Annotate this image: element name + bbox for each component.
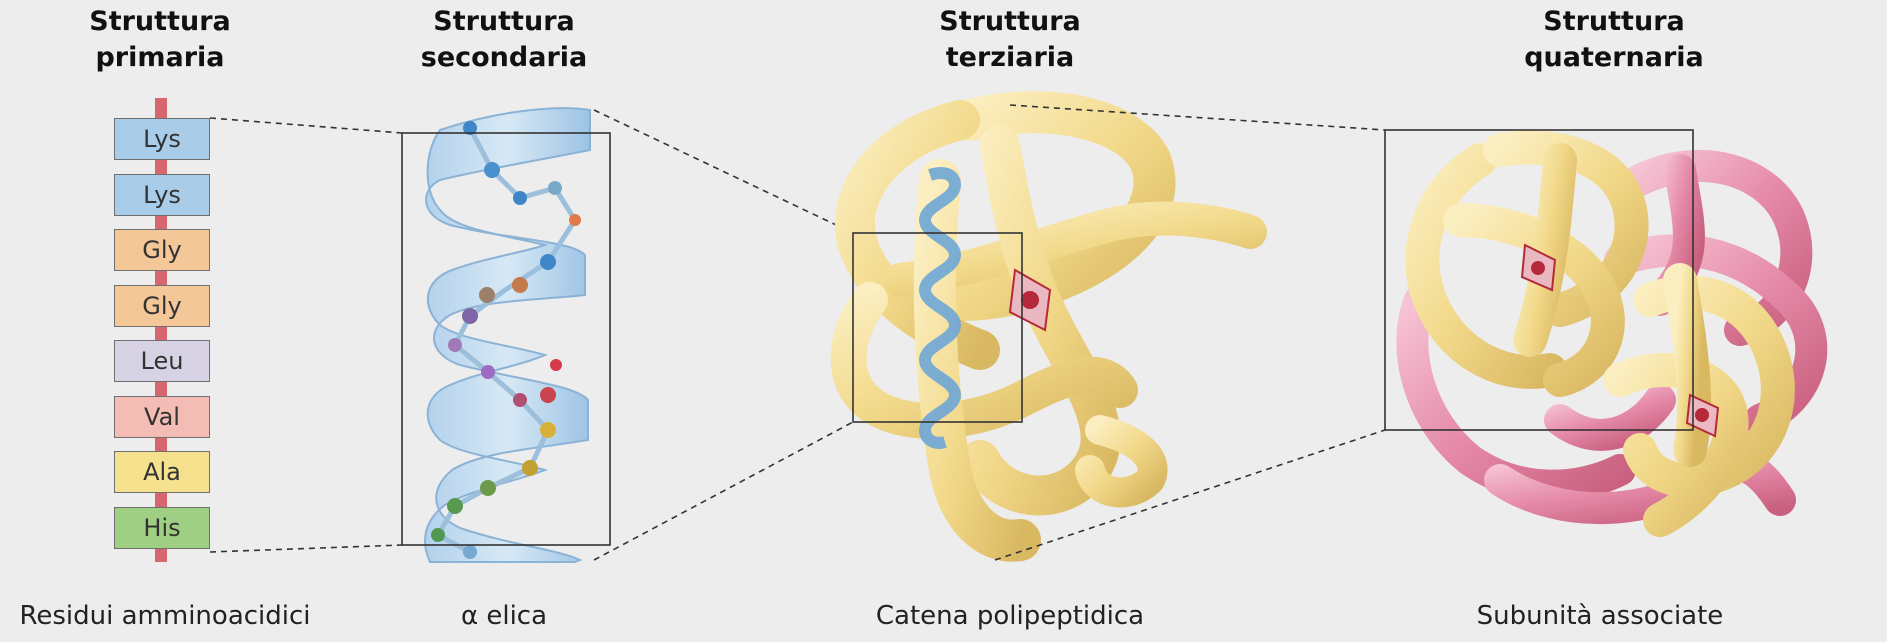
zoom-lines-primary-secondary [210, 118, 402, 552]
zoom-line-top [210, 118, 402, 133]
zoom-line-top [594, 110, 853, 233]
caption-secondary: α elica [394, 601, 614, 631]
tertiary-structure-illustration [849, 112, 1250, 540]
alpha-helix-illustration [402, 108, 610, 562]
quaternary-structure-illustration [1385, 130, 1811, 520]
caption-tertiary: Catena polipeptidica [820, 601, 1200, 631]
caption-quaternary: Subunità associate [1430, 601, 1770, 631]
helix-ribbon [425, 108, 590, 562]
zoom-lines-secondary-tertiary [594, 110, 853, 560]
zoom-line-bottom [210, 545, 402, 552]
caption-primary: Residui amminoacidici [0, 601, 330, 631]
zoom-line-bottom [594, 422, 853, 560]
